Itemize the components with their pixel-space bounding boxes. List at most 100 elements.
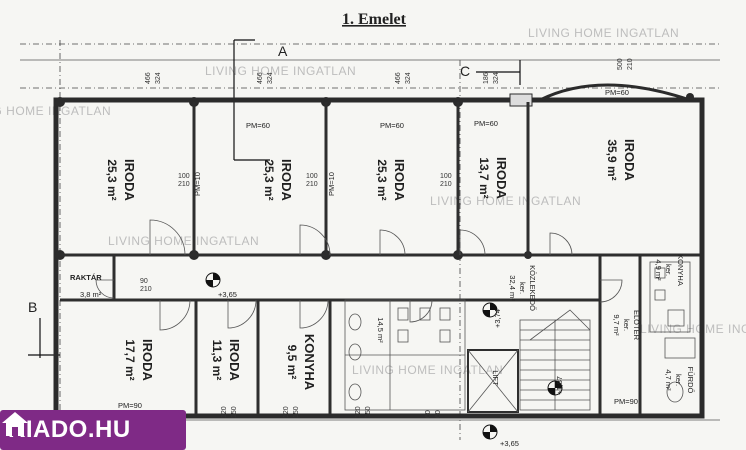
doors — [95, 219, 623, 331]
svg-text:IRODA: IRODA — [227, 339, 242, 382]
svg-text:150: 150 — [365, 406, 372, 418]
svg-text:IRODA: IRODA — [279, 159, 294, 202]
room-iroda-1: IRODA 25,3 m² — [105, 159, 137, 202]
svg-text:60: 60 — [435, 410, 442, 418]
svg-text:PM=10: PM=10 — [193, 172, 202, 196]
svg-text:100: 100 — [440, 173, 452, 180]
svg-text:PM=90: PM=90 — [614, 397, 638, 406]
kiado-logo[interactable]: KIADO.HU — [0, 410, 186, 450]
svg-text:ker.: ker. — [664, 264, 673, 276]
section-mark-c: C — [460, 60, 521, 85]
room-raktar: RAKTÁR 3,8 m² — [70, 273, 102, 299]
bathroom-fixtures — [649, 261, 696, 403]
svg-text:150: 150 — [231, 406, 238, 418]
svg-text:3,8 m²: 3,8 m² — [80, 290, 102, 299]
svg-text:324: 324 — [405, 72, 412, 84]
svg-text:324: 324 — [267, 72, 274, 84]
svg-text:466: 466 — [257, 72, 264, 84]
svg-text:210: 210 — [178, 181, 190, 188]
wc-block — [344, 299, 466, 411]
svg-text:+3,65: +3,65 — [218, 290, 237, 299]
svg-text:KÖZLEKEDŐ: KÖZLEKEDŐ — [528, 265, 537, 311]
svg-text:324: 324 — [155, 72, 162, 84]
svg-text:PM=60: PM=60 — [246, 121, 270, 130]
svg-text:IRODA: IRODA — [392, 159, 407, 202]
logo-text: KIADO.HU — [8, 416, 131, 443]
svg-text:IRODA: IRODA — [494, 157, 509, 200]
svg-text:KONYHA: KONYHA — [676, 254, 685, 286]
svg-text:186: 186 — [483, 72, 490, 84]
svg-text:IRODA: IRODA — [122, 159, 137, 202]
svg-text:210: 210 — [627, 58, 634, 70]
svg-text:PM=60: PM=60 — [474, 119, 498, 128]
svg-text:35,9 m²: 35,9 m² — [605, 139, 619, 180]
plan-title: 1. Emelet — [342, 11, 407, 28]
svg-text:120: 120 — [221, 406, 228, 418]
watermark: LIVING HOME INGATLAN — [430, 194, 581, 208]
lift: LIFT — [467, 349, 519, 413]
room-iroda-6: IRODA 17,7 m² — [123, 339, 155, 382]
svg-text:PM=90: PM=90 — [118, 401, 142, 410]
svg-text:ker.: ker. — [622, 319, 631, 331]
svg-text:4,7 m²: 4,7 m² — [664, 369, 673, 391]
svg-text:+3,65: +3,65 — [500, 439, 519, 448]
room-iroda-7: IRODA 11,3 m² — [210, 339, 242, 382]
room-kozlekedo: KÖZLEKEDŐ ker. 32,4 m² — [508, 265, 537, 311]
house-icon — [2, 412, 28, 436]
watermark: LIVING HOME INGATLAN — [528, 26, 679, 40]
room-furdo: FÜRDŐ ker. 4,7 m² — [664, 367, 695, 394]
lintel-labels: PM=60 PM=60 PM=60 PM=60 PM=90 PM=90 PM=1… — [118, 88, 638, 410]
svg-text:60: 60 — [425, 410, 432, 418]
svg-text:120: 120 — [283, 406, 290, 418]
svg-text:PM=60: PM=60 — [605, 88, 629, 97]
svg-text:25,3 m²: 25,3 m² — [262, 159, 276, 200]
svg-text:466: 466 — [395, 72, 402, 84]
svg-text:ker.: ker. — [674, 374, 683, 386]
room-konyha-right: KONYHA ker. 4,9 m² — [654, 254, 685, 286]
svg-text:210: 210 — [440, 181, 452, 188]
svg-text:B: B — [28, 299, 37, 315]
room-eloter: ELŐTÉR ker. 9,7 m² — [612, 310, 641, 341]
svg-text:25,3 m²: 25,3 m² — [105, 159, 119, 200]
svg-text:A: A — [278, 43, 288, 59]
svg-text:150: 150 — [293, 406, 300, 418]
svg-text:100: 100 — [306, 173, 318, 180]
svg-text:FÜRDŐ: FÜRDŐ — [686, 367, 695, 394]
svg-text:120: 120 — [355, 406, 362, 418]
room-konyha: KONYHA 9,5 m² — [285, 334, 317, 391]
svg-text:13,7 m²: 13,7 m² — [477, 157, 491, 198]
svg-text:PM=10: PM=10 — [327, 172, 336, 196]
svg-text:+1,87: +1,87 — [555, 376, 564, 395]
svg-text:100: 100 — [178, 173, 190, 180]
svg-text:+3,74: +3,74 — [493, 309, 502, 328]
svg-text:14,5 m²: 14,5 m² — [376, 317, 385, 343]
level-markers: +3,65 +3,74 +1,87 +3,65 — [205, 272, 564, 448]
svg-text:25,3 m²: 25,3 m² — [375, 159, 389, 200]
room-iroda-2: IRODA 25,3 m² — [262, 159, 294, 202]
svg-text:RAKTÁR: RAKTÁR — [70, 273, 102, 282]
svg-text:ker.: ker. — [518, 282, 527, 294]
svg-text:KONYHA: KONYHA — [302, 334, 317, 391]
svg-text:9,5 m²: 9,5 m² — [285, 345, 299, 380]
svg-text:32,4 m²: 32,4 m² — [508, 275, 517, 301]
svg-text:210: 210 — [140, 286, 152, 293]
watermark: LIVING HOME INGATLAN — [640, 322, 746, 336]
svg-text:LIFT: LIFT — [491, 370, 500, 386]
svg-text:11,3 m²: 11,3 m² — [210, 340, 224, 381]
watermark: LIVING HOME INGATLAN — [108, 234, 259, 248]
svg-text:PM=60: PM=60 — [380, 121, 404, 130]
room-iroda-5: IRODA 35,9 m² — [605, 139, 637, 182]
svg-text:466: 466 — [145, 72, 152, 84]
svg-text:9,7 m²: 9,7 m² — [612, 314, 621, 336]
room-iroda-3: IRODA 25,3 m² — [375, 159, 407, 202]
svg-text:IRODA: IRODA — [622, 139, 637, 182]
svg-text:324: 324 — [493, 72, 500, 84]
room-iroda-4: IRODA 13,7 m² — [477, 157, 509, 200]
svg-text:C: C — [460, 63, 470, 79]
svg-text:17,7 m²: 17,7 m² — [123, 339, 137, 380]
svg-text:ELŐTÉR: ELŐTÉR — [632, 310, 641, 341]
svg-text:IRODA: IRODA — [140, 339, 155, 382]
